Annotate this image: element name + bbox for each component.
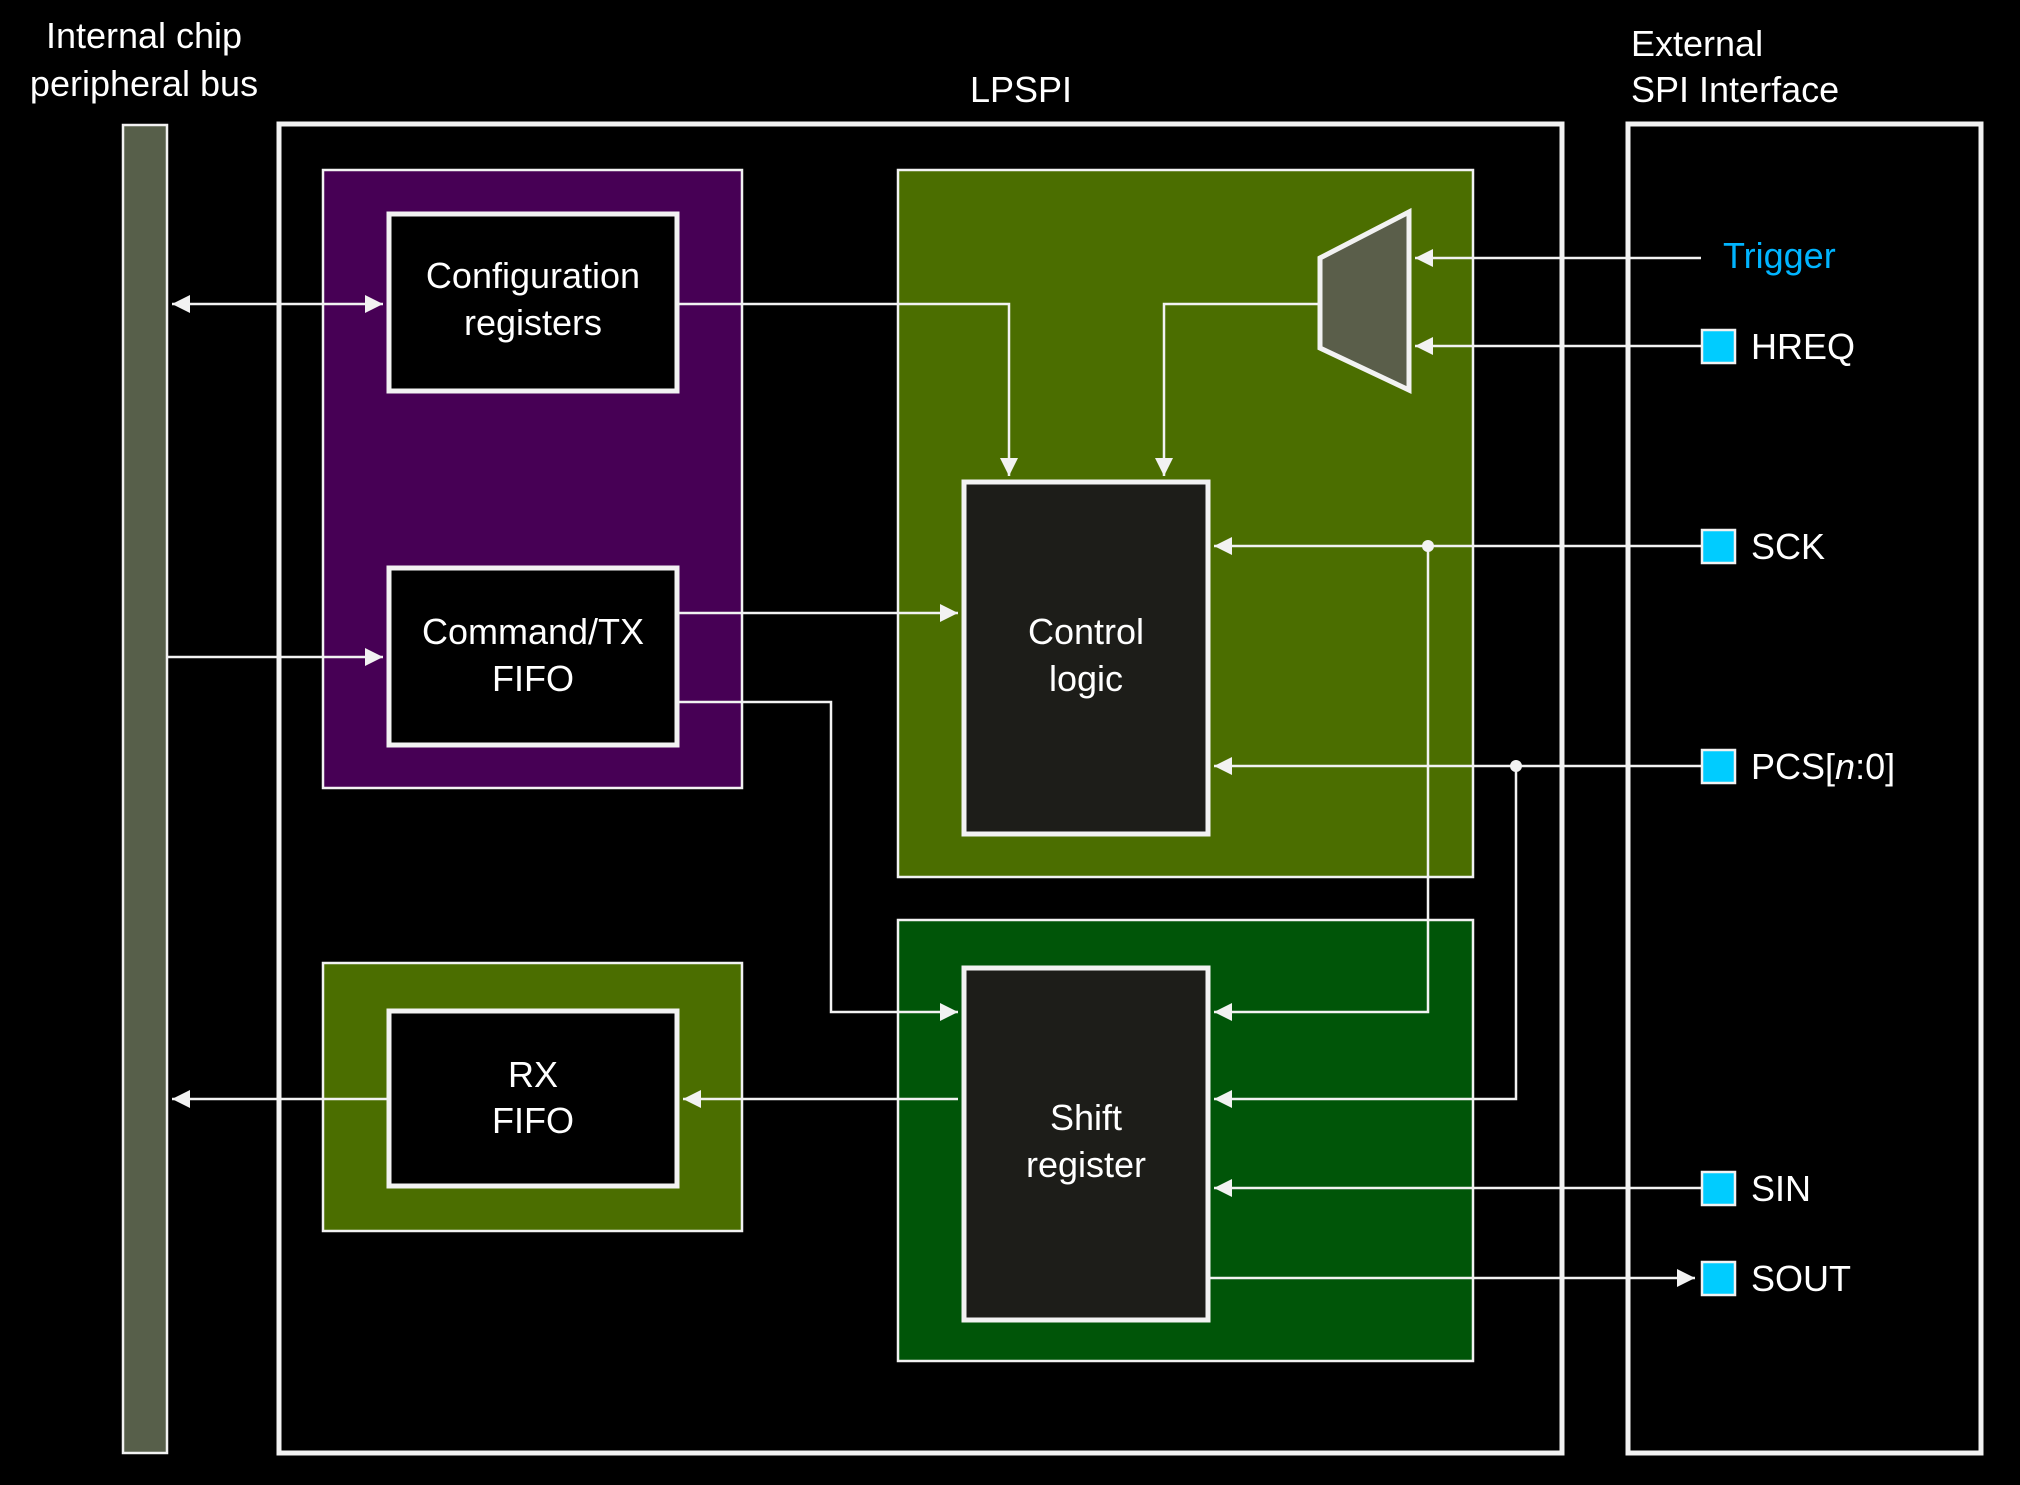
hreq-label: HREQ bbox=[1751, 326, 1855, 367]
pcs-pin-icon bbox=[1700, 748, 1737, 785]
bus-label-line1: Internal chip bbox=[46, 15, 242, 56]
pcs-shift-wire bbox=[1214, 766, 1518, 1108]
trigger-label: Trigger bbox=[1723, 235, 1836, 276]
rx-label-line1: RX bbox=[508, 1054, 558, 1095]
mux-control-wire bbox=[1155, 302, 1320, 476]
pcs-var: n bbox=[1835, 746, 1855, 787]
lpspi-boundary bbox=[276, 121, 1565, 1456]
configuration-registers-block: Configuration registers bbox=[386, 211, 680, 394]
control-logic-block: Control logic bbox=[961, 479, 1211, 837]
config-control-wire bbox=[677, 302, 1018, 476]
lpspi-label: LPSPI bbox=[970, 69, 1072, 110]
sck-pin-icon bbox=[1700, 528, 1737, 565]
sin-label: SIN bbox=[1751, 1168, 1811, 1209]
sck-label: SCK bbox=[1751, 526, 1825, 567]
config-label-line1: Configuration bbox=[426, 255, 640, 296]
command-tx-fifo-block: Command/TX FIFO bbox=[386, 565, 680, 748]
shift-register-block: Shift register bbox=[961, 965, 1211, 1323]
external-spi-boundary bbox=[1625, 121, 1984, 1456]
pcs-label: PCS[n:0] bbox=[1751, 746, 1895, 787]
cmd-label-line1: Command/TX bbox=[422, 611, 644, 652]
pcs-prefix: PCS[ bbox=[1751, 746, 1835, 787]
control-label-line2: logic bbox=[1049, 658, 1123, 699]
sck-shift-wire bbox=[1214, 546, 1430, 1021]
pcs-suffix: :0] bbox=[1855, 746, 1895, 787]
cmd-label-line2: FIFO bbox=[492, 658, 574, 699]
sout-pin-icon bbox=[1700, 1260, 1737, 1297]
sck-junction bbox=[1422, 540, 1434, 552]
sin-pin-icon bbox=[1700, 1170, 1737, 1207]
config-label-line2: registers bbox=[464, 302, 602, 343]
bus-label-line2: peripheral bus bbox=[30, 63, 258, 104]
control-label-line1: Control bbox=[1028, 611, 1144, 652]
cmd-shift-wire bbox=[677, 700, 958, 1021]
external-label-line1: External bbox=[1631, 23, 1763, 64]
shift-label-line2: register bbox=[1026, 1144, 1146, 1185]
hreq-pin-icon bbox=[1700, 328, 1737, 365]
rx-label-line2: FIFO bbox=[492, 1100, 574, 1141]
trigger-mux bbox=[1317, 207, 1412, 394]
shift-label-line1: Shift bbox=[1050, 1097, 1122, 1138]
external-label-line2: SPI Interface bbox=[1631, 69, 1839, 110]
sout-label: SOUT bbox=[1751, 1258, 1851, 1299]
rx-fifo-block: RX FIFO bbox=[386, 1008, 680, 1189]
pcs-junction bbox=[1510, 760, 1522, 772]
peripheral-bus bbox=[121, 123, 169, 1455]
